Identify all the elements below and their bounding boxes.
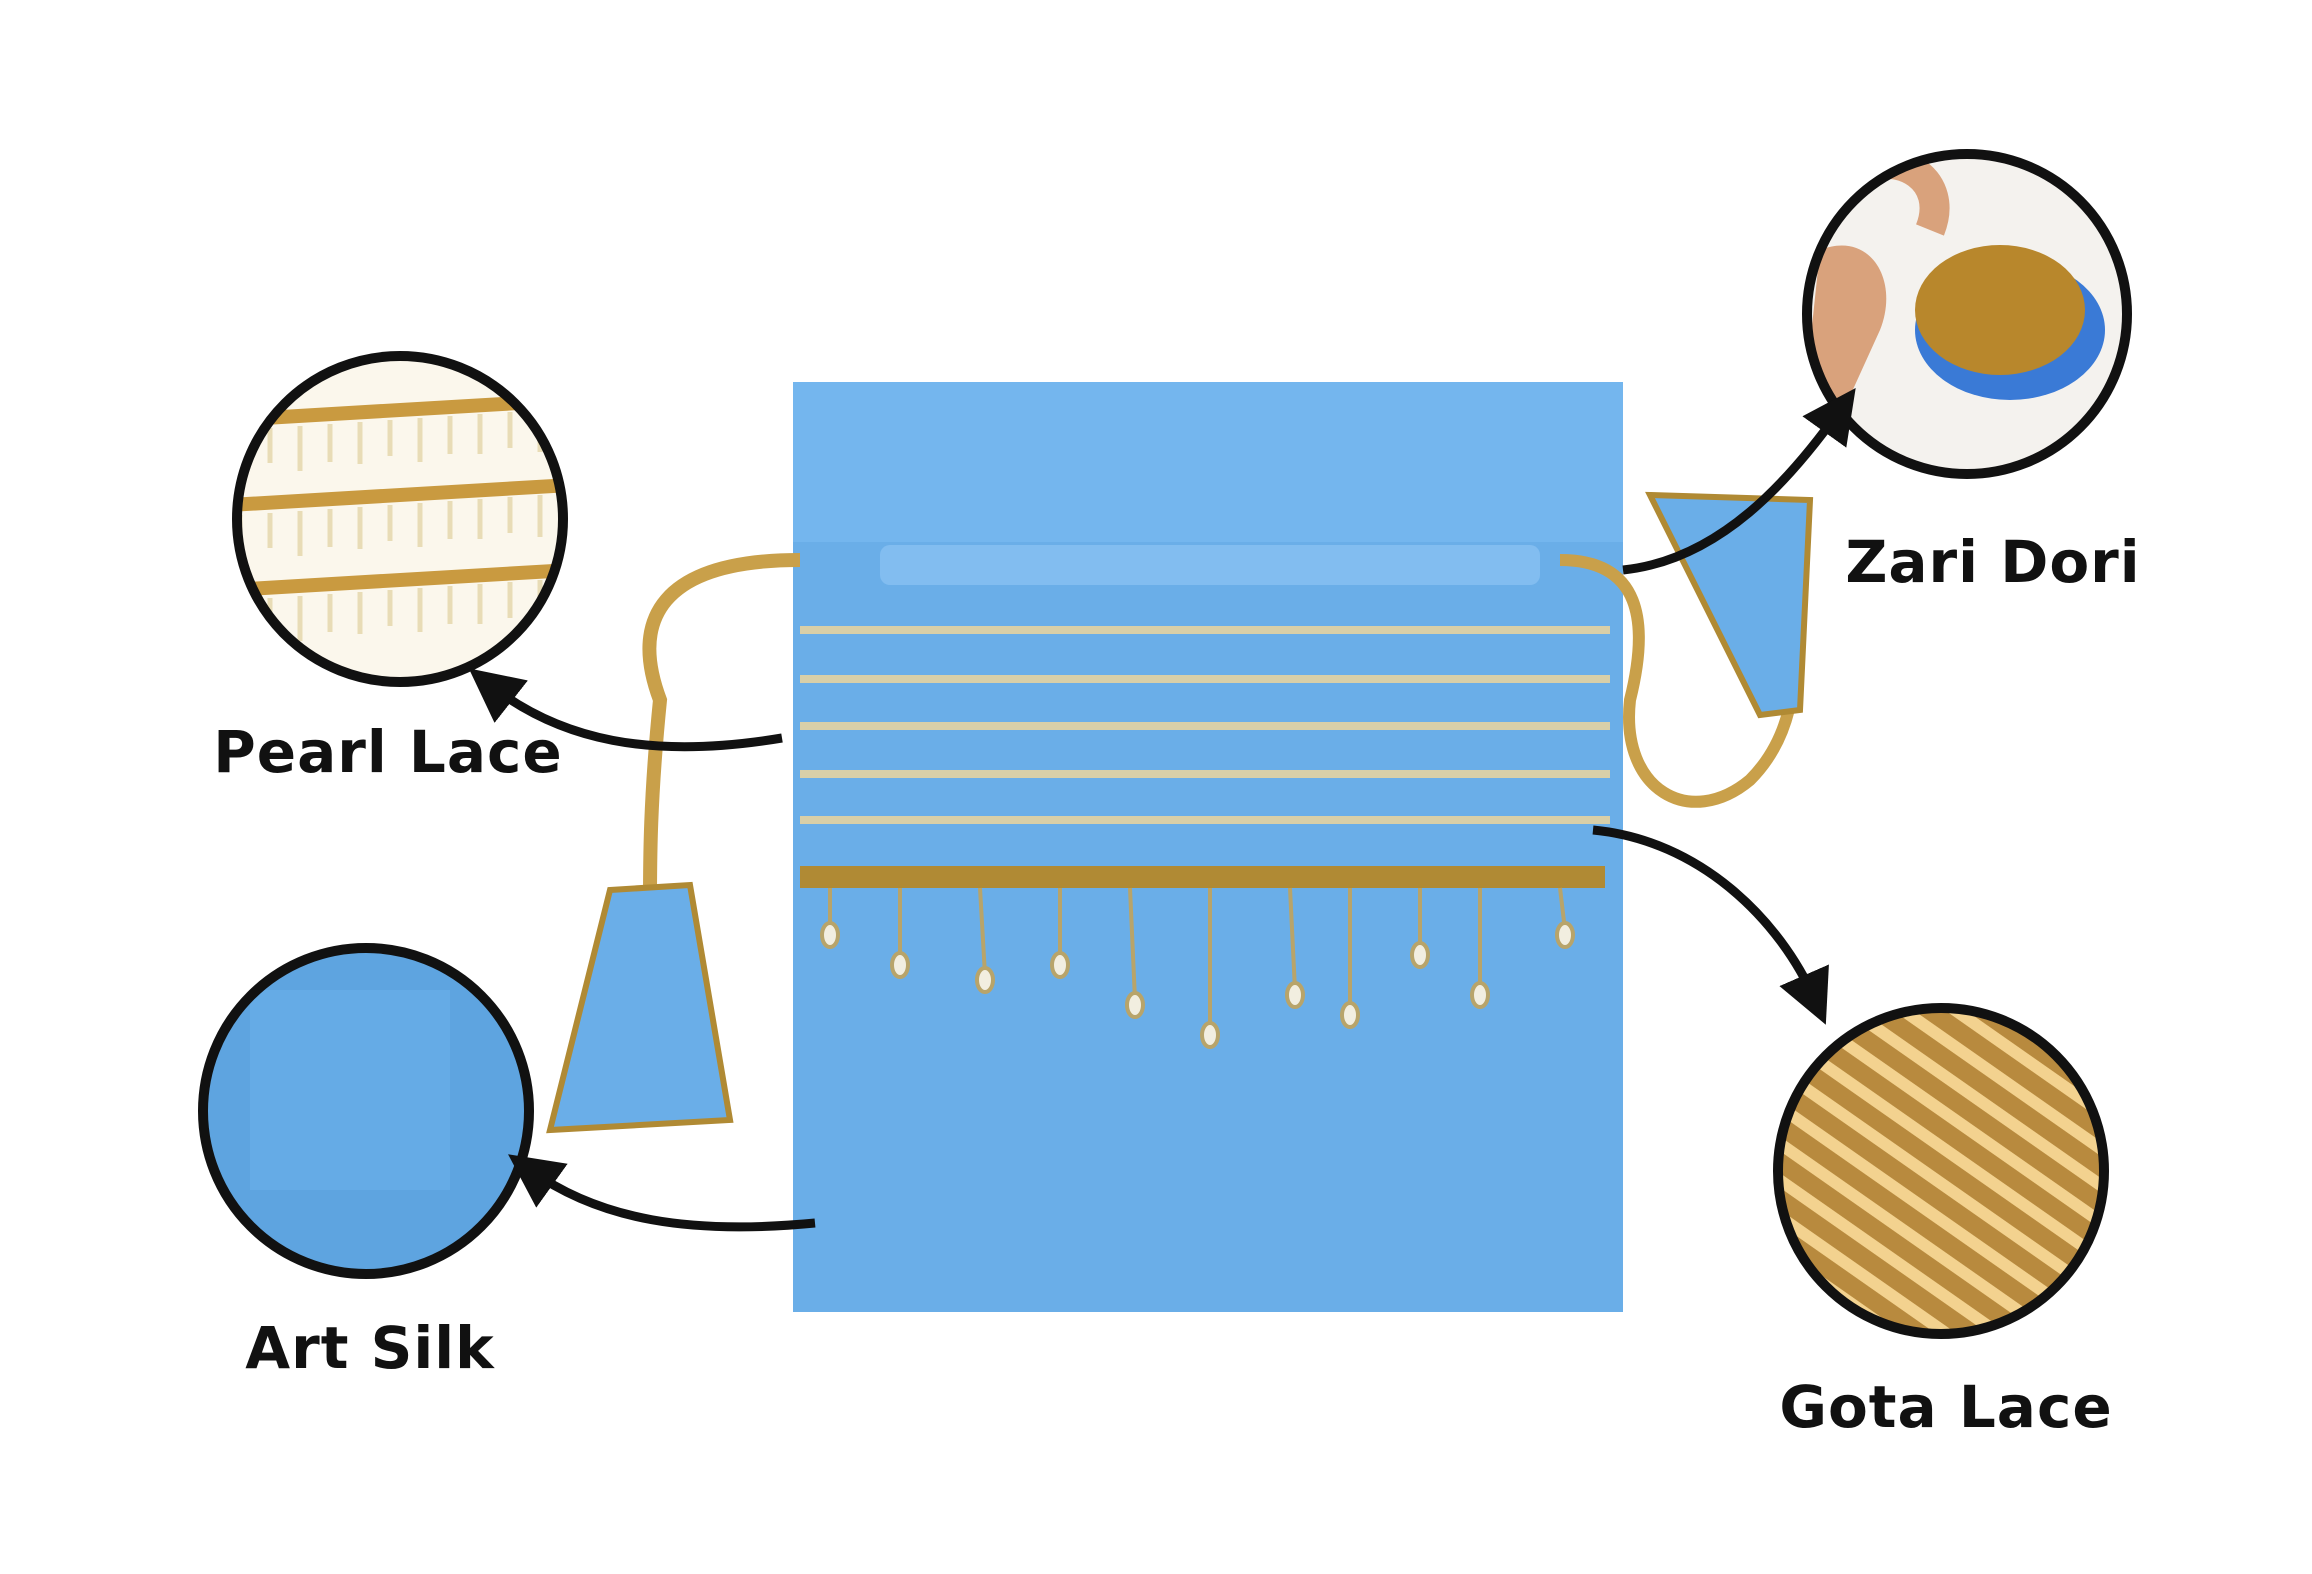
arrow-pearl-lace	[468, 668, 783, 752]
gota-stripes	[800, 626, 1610, 824]
zari-dori-closeup	[1809, 156, 2125, 472]
label-pearl-lace: Pearl Lace	[213, 718, 563, 786]
tassel-left	[546, 881, 734, 1134]
drawstring-right	[1559, 554, 1800, 808]
arrow-art-silk	[508, 1154, 816, 1232]
pearl-lace-closeup	[240, 359, 560, 679]
label-zari-dori: Zari Dori	[1845, 528, 2141, 596]
gota-lace-closeup	[1781, 1011, 2101, 1331]
label-art-silk: Art Silk	[245, 1314, 495, 1382]
arrow-zari-dori	[1622, 388, 1856, 575]
pearl-tassels	[820, 887, 1575, 1049]
art-silk-closeup	[206, 951, 526, 1271]
arrow-gota-lace	[1592, 825, 1829, 1025]
drawstring-left	[642, 553, 801, 901]
gold-trim	[800, 866, 1605, 888]
label-gota-lace: Gota Lace	[1779, 1373, 2113, 1441]
potli-bag	[546, 382, 1814, 1312]
